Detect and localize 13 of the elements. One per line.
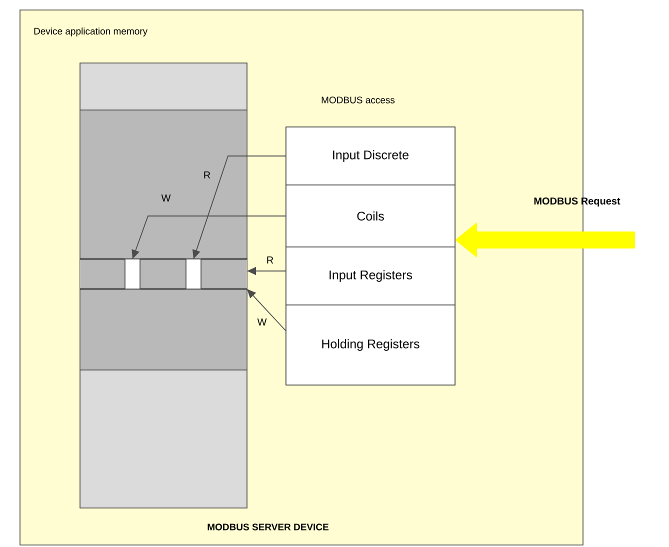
table-heading: MODBUS access bbox=[322, 96, 395, 104]
arrow bbox=[247, 289, 286, 332]
memory-column bbox=[80, 62, 248, 508]
table-cell: Holding Registers bbox=[286, 304, 456, 386]
memory-slot bbox=[124, 258, 140, 290]
table-cell: Input Discrete bbox=[286, 126, 456, 186]
memory-slot bbox=[186, 258, 202, 290]
table-cell: Input Registers bbox=[286, 246, 456, 306]
heading: Device application memory bbox=[34, 28, 148, 36]
table-cell: Coils bbox=[286, 184, 456, 248]
edge-label: W bbox=[160, 194, 172, 202]
edge-label: W bbox=[256, 318, 268, 326]
footer-title: MODBUS SERVER DEVICE bbox=[208, 524, 328, 530]
